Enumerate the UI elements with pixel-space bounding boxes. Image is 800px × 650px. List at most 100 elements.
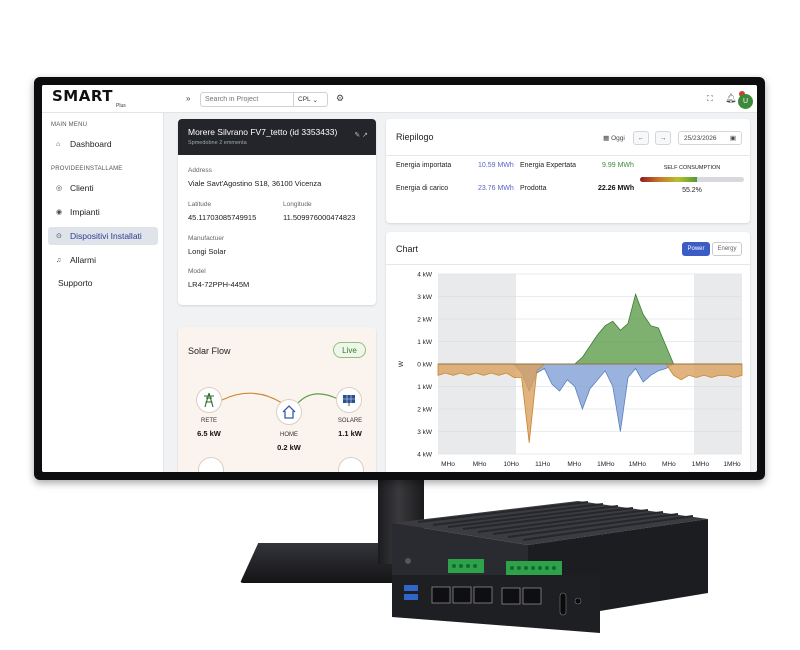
solar-flow-title: Solar Flow — [188, 346, 231, 356]
app-logo[interactable]: SMART Plus — [52, 89, 152, 111]
sidebar-item-dispositivi[interactable]: ⊙Dispositivi Installati — [48, 227, 158, 245]
main-menu-heading: MAIN MENU — [51, 122, 88, 128]
y-tick-label: 3 kW — [417, 429, 433, 436]
x-tick-label: MHo — [662, 461, 676, 468]
logo-subtext: Plus — [116, 103, 126, 109]
sidebar-item-dashboard[interactable]: ⌂Dashboard — [48, 135, 158, 153]
y-tick-label: 2 kW — [417, 407, 433, 414]
prev-day-button[interactable]: ← — [633, 131, 649, 145]
date-picker[interactable]: 25/23/2026 ▣ — [678, 131, 742, 145]
installer-menu-heading: PROVIDEEINSTALLAME — [51, 166, 123, 172]
y-tick-label: 0 kW — [417, 362, 433, 369]
latitude-label: Latitude — [188, 201, 212, 208]
x-tick-label: MHo — [567, 461, 581, 468]
energy-toggle-button[interactable]: Energy — [712, 242, 742, 256]
app-screen: SMART Plus » CPL ⌄ ⚙ ⛶ 🔔︎ U MAIN MENU ⌂D… — [42, 85, 757, 472]
x-tick-label: 1MHo — [597, 461, 615, 468]
plant-info-card: Morere Silvrano FV7_tetto (id 3353433) S… — [178, 119, 376, 305]
self-consumption-fill — [640, 177, 698, 182]
power-chart[interactable]: 4 kW3 kW2 kW1 kW0 kW1 kW2 kW3 kW4 kWWMHo… — [386, 266, 750, 472]
x-tick-label: 1MHo — [629, 461, 647, 468]
home-icon: ⌂ — [56, 140, 61, 148]
logo-text: SMART — [52, 87, 113, 105]
model-value: LR4-72PPH-445M — [188, 280, 250, 289]
ethernet-ports — [431, 586, 542, 605]
collapse-menu-icon[interactable]: » — [186, 94, 191, 103]
model-label: Model — [188, 268, 206, 275]
y-tick-label: 2 kW — [417, 317, 433, 324]
user-icon: ◎ — [56, 185, 63, 192]
energy-imported-label: Energia importata — [396, 162, 452, 169]
usb-ports — [404, 585, 418, 600]
manufacturer-label: Manufactuer — [188, 235, 225, 242]
sidebar-item-clienti[interactable]: ◎ Clienti — [48, 179, 158, 197]
energy-load-value: 23.76 MWh — [478, 185, 514, 192]
sidebar-item-impianti[interactable]: ◉Impianti — [48, 203, 158, 221]
today-button[interactable]: ▦ Oggi — [600, 131, 628, 145]
address-label: Address — [188, 167, 212, 174]
edit-icon[interactable]: ✎ ↗ — [354, 132, 368, 139]
x-tick-label: 1MHo — [692, 461, 710, 468]
longitude-value: 11.509976000474823 — [283, 213, 356, 222]
next-day-button[interactable]: → — [655, 131, 671, 145]
user-avatar[interactable]: U — [738, 94, 753, 109]
energy-load-label: Energia di carico — [396, 185, 449, 192]
sidebar-item-label: Allarmi — [70, 255, 96, 265]
longitude-label: Longitude — [283, 201, 312, 208]
manufacturer-value: Longi Solar — [188, 247, 226, 256]
notification-bell-icon[interactable]: 🔔︎ — [725, 93, 737, 103]
search-input[interactable] — [201, 96, 293, 103]
monitor: SMART Plus » CPL ⌄ ⚙ ⛶ 🔔︎ U MAIN MENU ⌂D… — [34, 77, 765, 480]
today-label: Oggi — [611, 134, 625, 142]
x-tick-label: 10Ho — [503, 461, 519, 468]
usb-c-port — [559, 592, 567, 616]
settings-gear-icon[interactable]: ⚙ — [336, 93, 345, 103]
sidebar-item-supporto[interactable]: Supporto — [48, 274, 158, 292]
energy-exported-label: Energia Expertata — [520, 162, 577, 169]
live-button[interactable]: Live — [333, 342, 366, 358]
chart-card: Chart Power Energy 4 kW 3 kW 2 kW 1 kW 0 kW 1… — [386, 232, 750, 472]
x-tick-label: MHo — [441, 461, 455, 468]
power-button-icon — [574, 597, 582, 605]
self-consumption-value: 55.2% — [682, 187, 702, 194]
y-tick-label: 1 kW — [417, 384, 433, 391]
grid-to-home-line — [221, 392, 283, 404]
summary-card: Riepilogo ▦ Oggi ← → 25/23/2026▣ Energia… — [386, 119, 750, 223]
y-tick-label: 4 kW — [417, 452, 433, 459]
solar-value: 1.1 kW — [338, 429, 362, 438]
plant-header: Morere Silvrano FV7_tetto (id 3353433) S… — [178, 119, 376, 155]
fullscreen-icon[interactable]: ⛶ — [707, 94, 713, 103]
solar-flow-card: Solar Flow Live RETE 6.5 kW HOME 0.2 kW … — [178, 327, 376, 472]
chart-title: Chart — [396, 244, 419, 254]
terminal-blocks — [448, 559, 562, 575]
address-value: Viale Savt'Agostino S18, 36100 Vicenza — [188, 179, 322, 188]
sidebar: MAIN MENU ⌂Dashboard PROVIDEEINSTALLAME … — [42, 113, 164, 472]
x-tick-label: 11Ho — [535, 461, 550, 468]
sidebar-item-allarmi[interactable]: ♫ Allarmi — [48, 251, 158, 269]
y-axis-label: W — [398, 360, 405, 367]
produced-label: Prodotta — [520, 185, 547, 192]
sidebar-item-label: Clienti — [70, 183, 94, 193]
grid-value: 6.5 kW — [197, 429, 221, 438]
plant-subtitle: Spmedobne 2 emmenta — [188, 140, 247, 146]
grid-tower-icon — [196, 387, 222, 413]
search-scope-value: CPL — [298, 96, 311, 103]
bell-icon: ♫ — [56, 256, 62, 264]
calendar-icon: ▦ — [603, 135, 610, 142]
divider — [386, 264, 750, 265]
calendar-icon: ▣ — [729, 135, 736, 142]
energy-imported-value: 10.59 MWh — [478, 162, 514, 169]
date-value: 25/23/2026 — [684, 134, 717, 142]
y-tick-label: 1 kW — [417, 339, 433, 346]
device-icon: ⊙ — [56, 233, 62, 240]
energy-exported-value: 9.99 MWh — [602, 162, 634, 169]
y-tick-label: 4 kW — [417, 272, 433, 279]
arrow-left-icon: ← — [637, 134, 645, 142]
sidebar-item-label: Supporto — [58, 278, 93, 288]
self-consumption-bar — [640, 177, 744, 182]
solar-label: SOLARE — [337, 418, 363, 424]
heatsink-fins — [417, 501, 694, 541]
self-consumption-label: SELF CONSUMPTION — [663, 165, 721, 171]
search-scope-select[interactable]: CPL ⌄ — [293, 93, 318, 106]
power-toggle-button[interactable]: Power — [682, 242, 710, 256]
